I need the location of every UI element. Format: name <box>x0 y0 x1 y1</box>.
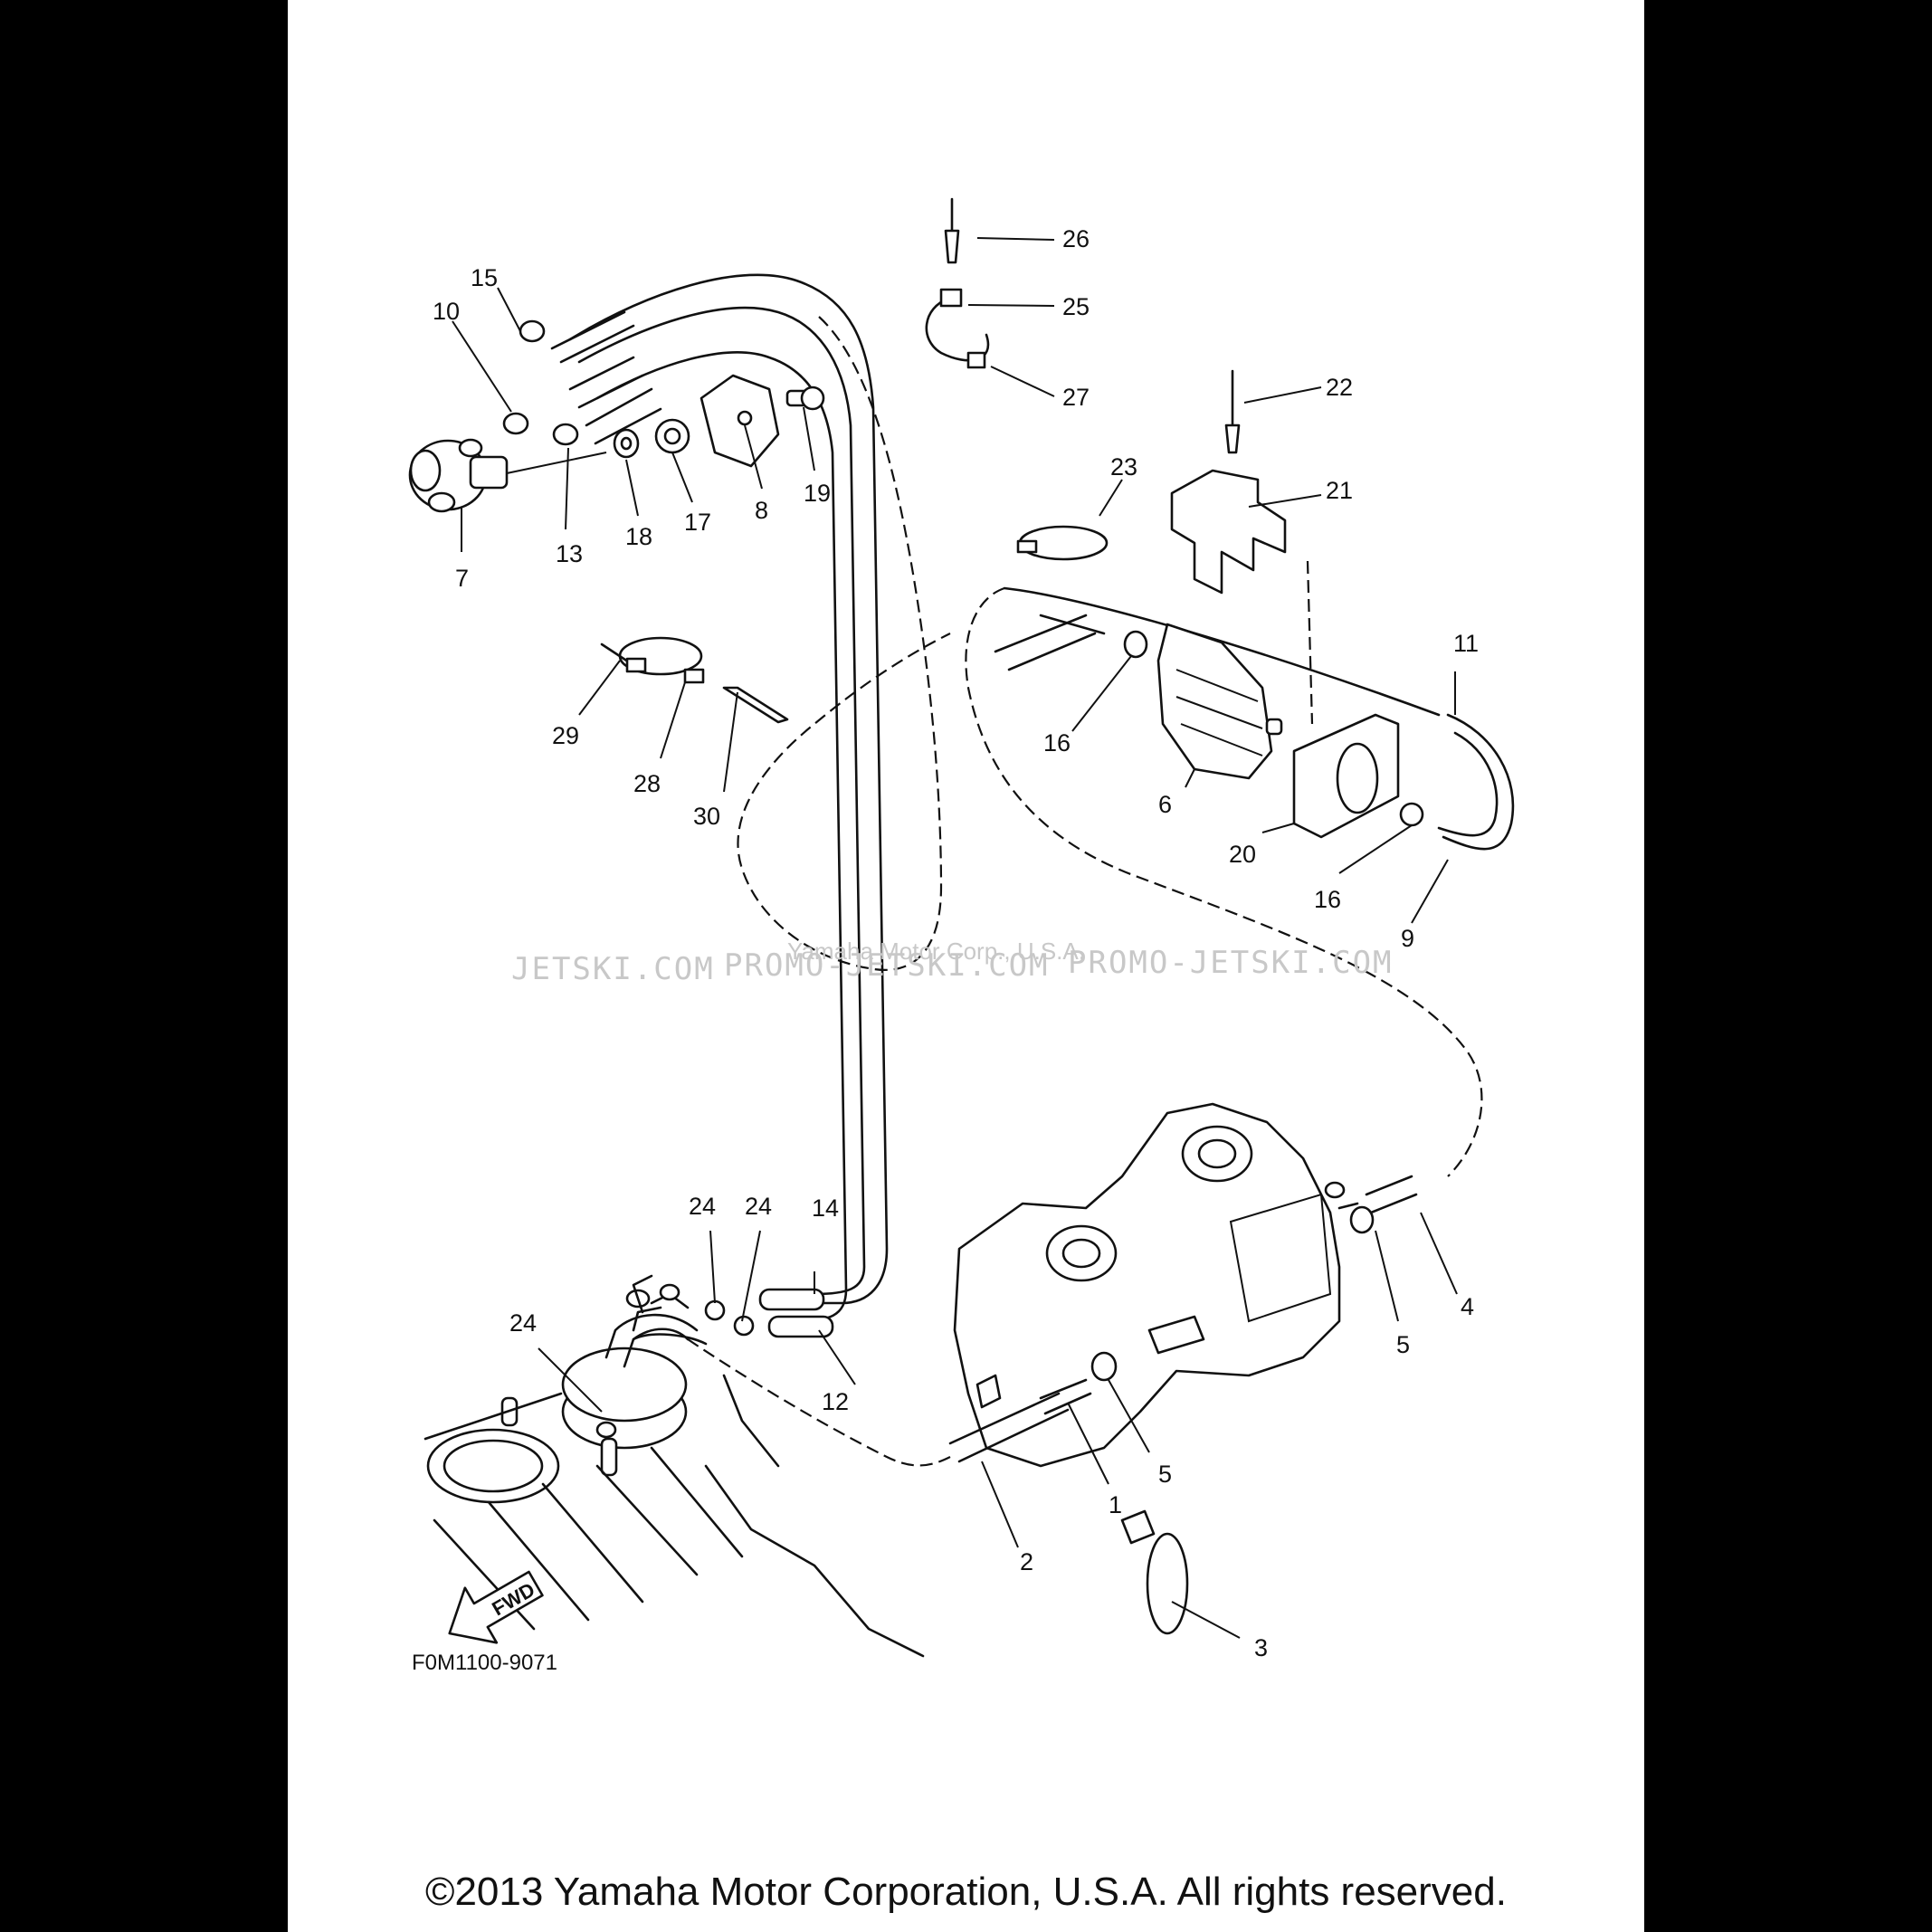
clamp-28-29-30 <box>600 636 789 724</box>
callout-23: 23 <box>1110 453 1137 481</box>
watermark-2: PROMO-JETSKI.COM <box>724 947 1050 984</box>
watermark-caption: Yamaha Motor Corp., U.S.A. <box>787 937 1085 965</box>
watermark-3: PROMO-JETSKI.COM <box>1068 945 1394 981</box>
valve-assembly <box>408 438 607 513</box>
clamp-25-26-27 <box>925 197 990 369</box>
callout-18: 18 <box>625 523 652 550</box>
callout-29: 29 <box>552 722 579 749</box>
hose-ends-14-12 <box>704 1288 834 1338</box>
manifold-hoses <box>948 1175 1418 1463</box>
bracket-21 <box>1170 369 1314 725</box>
callout-24a: 24 <box>689 1193 716 1220</box>
callout-11: 11 <box>1453 630 1479 657</box>
callout-25: 25 <box>1062 293 1090 320</box>
callout-20: 20 <box>1229 841 1256 868</box>
watermarks: JETSKI.COM PROMO-JETSKI.COM PROMO-JETSKI… <box>511 937 1394 987</box>
figure-code: F0M1100-9071 <box>412 1651 557 1675</box>
callout-24b: 24 <box>745 1193 772 1220</box>
fuel-hose <box>632 1333 951 1467</box>
callout-8: 8 <box>755 497 768 524</box>
callout-6: 6 <box>1158 791 1172 818</box>
callout-26: 26 <box>1062 225 1090 252</box>
callout-16b: 16 <box>1314 886 1341 913</box>
filter-group <box>994 614 1424 839</box>
callout-14: 14 <box>812 1194 839 1222</box>
callout-24c: 24 <box>509 1309 537 1337</box>
callout-labels: 1 2 3 4 5 5 6 7 8 9 10 11 12 13 14 15 16… <box>433 225 1479 1661</box>
callout-3: 3 <box>1254 1634 1268 1661</box>
callout-1: 1 <box>1109 1491 1122 1518</box>
callout-12: 12 <box>822 1388 849 1415</box>
clamp-3 <box>1120 1509 1189 1635</box>
copyright-notice: ©2013 Yamaha Motor Corporation, U.S.A. A… <box>425 1870 1507 1914</box>
callout-5b: 5 <box>1158 1461 1172 1488</box>
callout-2: 2 <box>1020 1548 1033 1575</box>
callout-27: 27 <box>1062 384 1090 411</box>
callout-9: 9 <box>1401 925 1414 952</box>
callout-4: 4 <box>1461 1293 1474 1320</box>
callout-19: 19 <box>804 480 831 507</box>
hose-loops <box>568 273 951 1323</box>
hose-stubs-top <box>502 310 662 446</box>
callout-16a: 16 <box>1043 729 1071 757</box>
callout-28: 28 <box>633 770 661 797</box>
callout-22: 22 <box>1326 374 1353 401</box>
callout-5a: 5 <box>1396 1331 1410 1358</box>
callout-21: 21 <box>1326 477 1353 504</box>
callout-10: 10 <box>433 298 460 325</box>
leader-lines <box>452 237 1458 1639</box>
callout-7: 7 <box>455 565 469 592</box>
callout-15: 15 <box>471 264 498 291</box>
engine-block <box>953 1102 1359 1468</box>
watermark-1: JETSKI.COM <box>511 951 715 987</box>
clamp-23 <box>1016 525 1109 561</box>
callout-13: 13 <box>556 540 583 567</box>
callout-30: 30 <box>693 803 720 830</box>
small-parts-row <box>613 374 825 468</box>
callout-17: 17 <box>684 509 711 536</box>
fwd-arrow: FWD <box>448 1570 544 1644</box>
